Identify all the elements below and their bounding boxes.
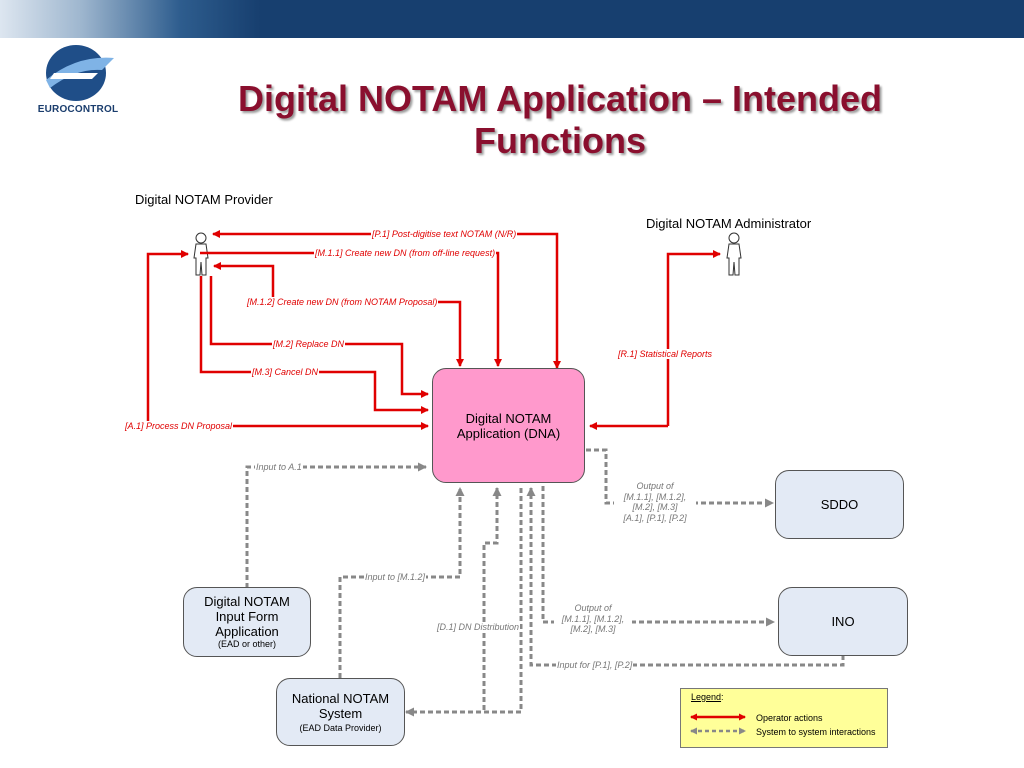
legend: Legend: Operator actions System to syste… bbox=[680, 688, 888, 748]
input-form-line1: Digital NOTAM bbox=[204, 594, 290, 609]
m3-arrow bbox=[199, 276, 429, 414]
input-a1-label: Input to A.1 bbox=[255, 462, 303, 472]
legend-swatches bbox=[690, 713, 746, 735]
a1-label: [A.1] Process DN Proposal bbox=[124, 421, 234, 431]
legend-operator-label: Operator actions bbox=[756, 713, 823, 723]
header-bar bbox=[0, 0, 1024, 38]
input-form-line2: Input Form bbox=[215, 609, 279, 624]
d1-label: [D.1] DN Distribution bbox=[436, 622, 521, 632]
logo-text: EUROCONTROL bbox=[37, 104, 119, 115]
provider-label: Digital NOTAM Provider bbox=[135, 192, 273, 207]
national-notam-box: National NOTAM System (EAD Data Provider… bbox=[276, 678, 405, 746]
ino-label: INO bbox=[831, 614, 855, 629]
input-a1-arrow bbox=[245, 462, 427, 588]
input-form-line3: Application bbox=[215, 624, 279, 639]
slide-title: Digital NOTAM Application – Intended Fun… bbox=[238, 78, 882, 161]
output-ino-label: Output of [M.1.1], [M.1.2], [M.2], [M.3] bbox=[554, 603, 632, 635]
m12-arrow bbox=[273, 300, 464, 367]
national-sub: (EAD Data Provider) bbox=[299, 722, 382, 733]
m12-input-arrow bbox=[213, 262, 275, 302]
administrator-actor-icon bbox=[726, 232, 742, 276]
eurocontrol-logo bbox=[36, 40, 120, 120]
input-m12-arrow bbox=[338, 487, 465, 678]
m2-arrow bbox=[209, 276, 429, 398]
input-m12-label: Input to [M.1.2] bbox=[364, 572, 427, 582]
m12-label: [M.1.2] Create new DN (from NOTAM Propos… bbox=[246, 297, 439, 307]
r1-arrow bbox=[666, 250, 721, 426]
d1-to-national-arrow bbox=[405, 488, 523, 717]
m11-arrow bbox=[200, 251, 502, 367]
dna-label-line1: Digital NOTAM bbox=[465, 410, 552, 426]
administrator-label: Digital NOTAM Administrator bbox=[646, 216, 812, 231]
input-p1p2-arrow bbox=[526, 487, 845, 667]
dna-label-line2: Application (DNA) bbox=[456, 425, 561, 441]
legend-system-label: System to system interactions bbox=[756, 727, 876, 737]
output-ino-arrow bbox=[541, 486, 775, 627]
ino-box: INO bbox=[778, 587, 908, 656]
m3-label: [M.3] Cancel DN bbox=[251, 367, 320, 377]
m11-label: [M.1.1] Create new DN (from off-line req… bbox=[314, 248, 497, 258]
input-p1p2-label: Input for [P.1], [P.2] bbox=[556, 660, 634, 670]
p1-label: [P.1] Post-digitise text NOTAM (N/R) bbox=[371, 229, 518, 239]
a1-to-provider-arrow bbox=[146, 250, 189, 426]
output-sddo-label: Output of [M.1.1], [M.1.2], [M.2], [M.3]… bbox=[614, 481, 696, 523]
r1-label: [R.1] Statistical Reports bbox=[617, 349, 714, 359]
input-form-sub: (EAD or other) bbox=[217, 639, 277, 649]
sddo-label: SDDO bbox=[820, 497, 859, 512]
m2-label: [M.2] Replace DN bbox=[272, 339, 346, 349]
national-line1: National NOTAM bbox=[291, 690, 390, 706]
legend-title: Legend: bbox=[691, 692, 724, 702]
dna-box: Digital NOTAM Application (DNA) bbox=[432, 368, 585, 483]
p1-arrow bbox=[212, 230, 561, 369]
national-line2: System bbox=[318, 705, 363, 721]
input-form-box: Digital NOTAM Input Form Application (EA… bbox=[183, 587, 311, 657]
sddo-box: SDDO bbox=[775, 470, 904, 539]
d1-to-dna-arrow bbox=[482, 487, 502, 710]
